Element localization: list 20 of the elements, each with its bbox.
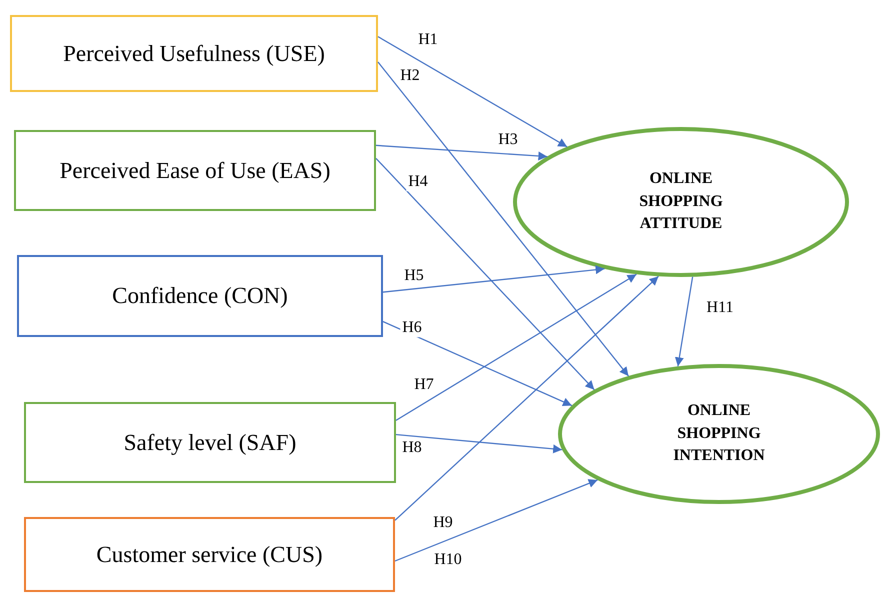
arrow xyxy=(378,36,568,148)
arrow xyxy=(376,158,595,390)
outcome-label: ONLINE SHOPPING INTENTION xyxy=(672,401,766,466)
construct-box: Perceived Usefulness (USE) xyxy=(10,15,378,92)
construct-box: Customer service (CUS) xyxy=(24,517,395,592)
arrow xyxy=(378,62,629,376)
arrow xyxy=(382,321,572,406)
arrow xyxy=(394,479,598,562)
arrow xyxy=(396,274,637,421)
arrow xyxy=(382,265,605,293)
outcome-label: ONLINE SHOPPING ATTITUDE xyxy=(638,169,724,234)
construct-box: Safety level (SAF) xyxy=(24,402,396,483)
construct-box: Confidence (CON) xyxy=(17,255,383,337)
arrow xyxy=(394,276,659,521)
edge-label: H4 xyxy=(406,173,430,191)
arrow xyxy=(674,276,694,366)
construct-box: Perceived Ease of Use (EAS) xyxy=(14,130,376,211)
arrow xyxy=(396,434,562,454)
edge-label: H6 xyxy=(400,319,424,337)
arrow xyxy=(376,144,548,160)
